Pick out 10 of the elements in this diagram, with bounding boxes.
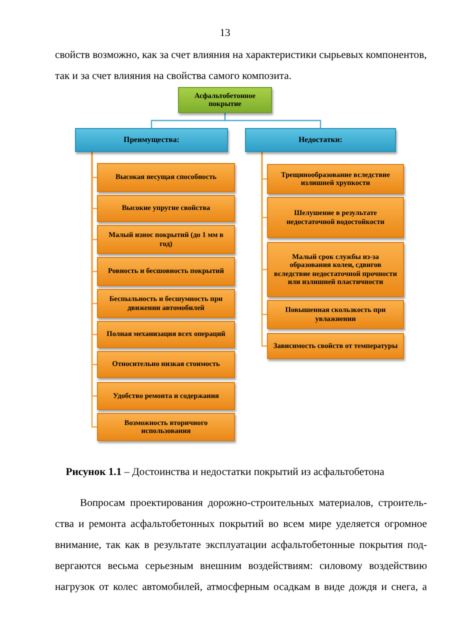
body-text-line: Вопросам проектирования дорожно-строительных материалов, строитель- [80, 497, 427, 511]
body-text-line: вергаются весьма серьезным внешним воздействиям: силовому воздействию [55, 560, 427, 574]
connector-line [261, 152, 267, 347]
body-text-line: нагрузок от колес автомобилей, атмосферным осадкам в виде дождя и снега, а [55, 581, 427, 595]
body-text-line: ства и ремонта асфальтобетонных покрытий во всем мире уделяется огромное [55, 518, 427, 532]
body-text-line: так и за счет влияния на свойства самого композита. [55, 70, 292, 84]
page-number: 13 [218, 27, 232, 41]
figure-caption: Рисунок 1.1 – Достоинства и недостатки покрытий из асфальтобетона [64, 466, 386, 480]
connector-line [224, 113, 322, 128]
body-text-line: внимание, так как в результате эксплуатации асфальтобетонные покрытия под- [55, 539, 427, 553]
